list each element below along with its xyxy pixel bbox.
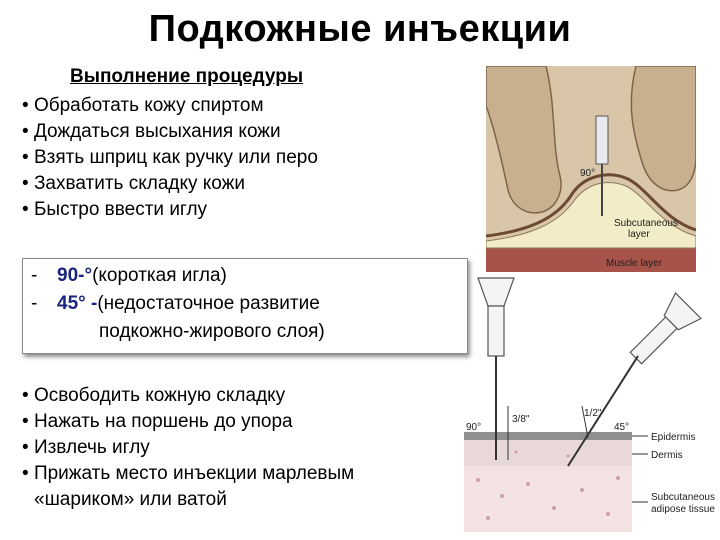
depth-38-label: 3/8"	[512, 414, 530, 425]
angle-45-text: (недостаточное развитие	[97, 293, 320, 314]
list-item: Взять шприц как ручку или перо	[22, 145, 318, 171]
angle-90-label: 90-°	[57, 265, 93, 286]
list-item: Освободить кожную складку	[22, 383, 354, 409]
right-finger-shape	[630, 66, 696, 192]
skin-fold-injection-illustration: 90° Subcutaneous layer Muscle layer	[486, 66, 696, 272]
subcutaneous-fold-shape	[486, 182, 696, 249]
list-item: Быстро ввести иглу	[22, 197, 318, 223]
left-finger-shape	[486, 66, 562, 214]
procedure-subheading: Выполнение процедуры	[70, 66, 304, 87]
list-item: Прижать место инъекции марлевым	[22, 461, 354, 487]
muscle-layer-shape	[486, 246, 696, 272]
depth-12-marker	[581, 405, 589, 439]
epidermis-shape	[464, 432, 632, 440]
subcutaneous-layer-label: Subcutaneous	[614, 218, 678, 229]
angle-note-box: -90-°(короткая игла) -45° -(недостаточно…	[22, 258, 468, 354]
list-item: Нажать на поршень до упора	[22, 409, 354, 435]
angle-row-45: -45° -(недостаточное развитие	[31, 293, 320, 315]
dash: -	[31, 293, 38, 314]
angle-45-label: 45°	[614, 422, 629, 433]
list-item: Дождаться высыхания кожи	[22, 119, 318, 145]
subcutaneous-label: Subcutaneous	[651, 492, 715, 503]
angle-90-text: (короткая игла)	[92, 265, 227, 286]
syringe-45	[629, 292, 702, 365]
adipose-tissue-label: adipose tissue	[651, 504, 715, 515]
angle-90-label: 90°	[580, 168, 595, 179]
list-item: «шариком» или ватой	[34, 489, 227, 510]
needle-45-line	[567, 355, 639, 467]
list-item: Обработать кожу спиртом	[22, 93, 318, 119]
list-item: Захватить складку кожи	[22, 171, 318, 197]
list-item: Извлечь иглу	[22, 435, 354, 461]
angle-45-label: 45° -	[57, 293, 98, 314]
angle-45-text-continued: подкожно-жирового слоя)	[99, 321, 325, 342]
syringe-90-hub	[477, 277, 515, 307]
epidermis-label: Epidermis	[651, 432, 695, 443]
dermis-shape	[464, 440, 632, 466]
angle-row-90: -90-°(короткая игла)	[31, 265, 227, 287]
syringe-90-body	[487, 305, 505, 357]
skin-line	[486, 173, 696, 238]
syringe-hub-shape	[595, 115, 609, 165]
dermis-label: Dermis	[651, 450, 683, 461]
dash: -	[31, 265, 38, 286]
muscle-layer-label: Muscle layer	[606, 258, 663, 269]
subcutaneous-layer-label-2: layer	[628, 229, 650, 240]
steps-after-list: Освободить кожную складку Нажать на порш…	[22, 383, 354, 513]
depth-12-label: 1/2"	[584, 408, 602, 419]
adipose-shape	[464, 466, 632, 532]
adipose-texture	[476, 450, 620, 520]
angle-90-label: 90°	[466, 422, 481, 433]
needle-angle-illustration: 3/8" 90° 1/2" 45° Epidermis Dermis Subcu…	[464, 277, 715, 532]
page-title: Подкожные инъекции	[148, 8, 572, 50]
steps-before-list: Обработать кожу спиртом Дождаться высыха…	[22, 93, 318, 223]
